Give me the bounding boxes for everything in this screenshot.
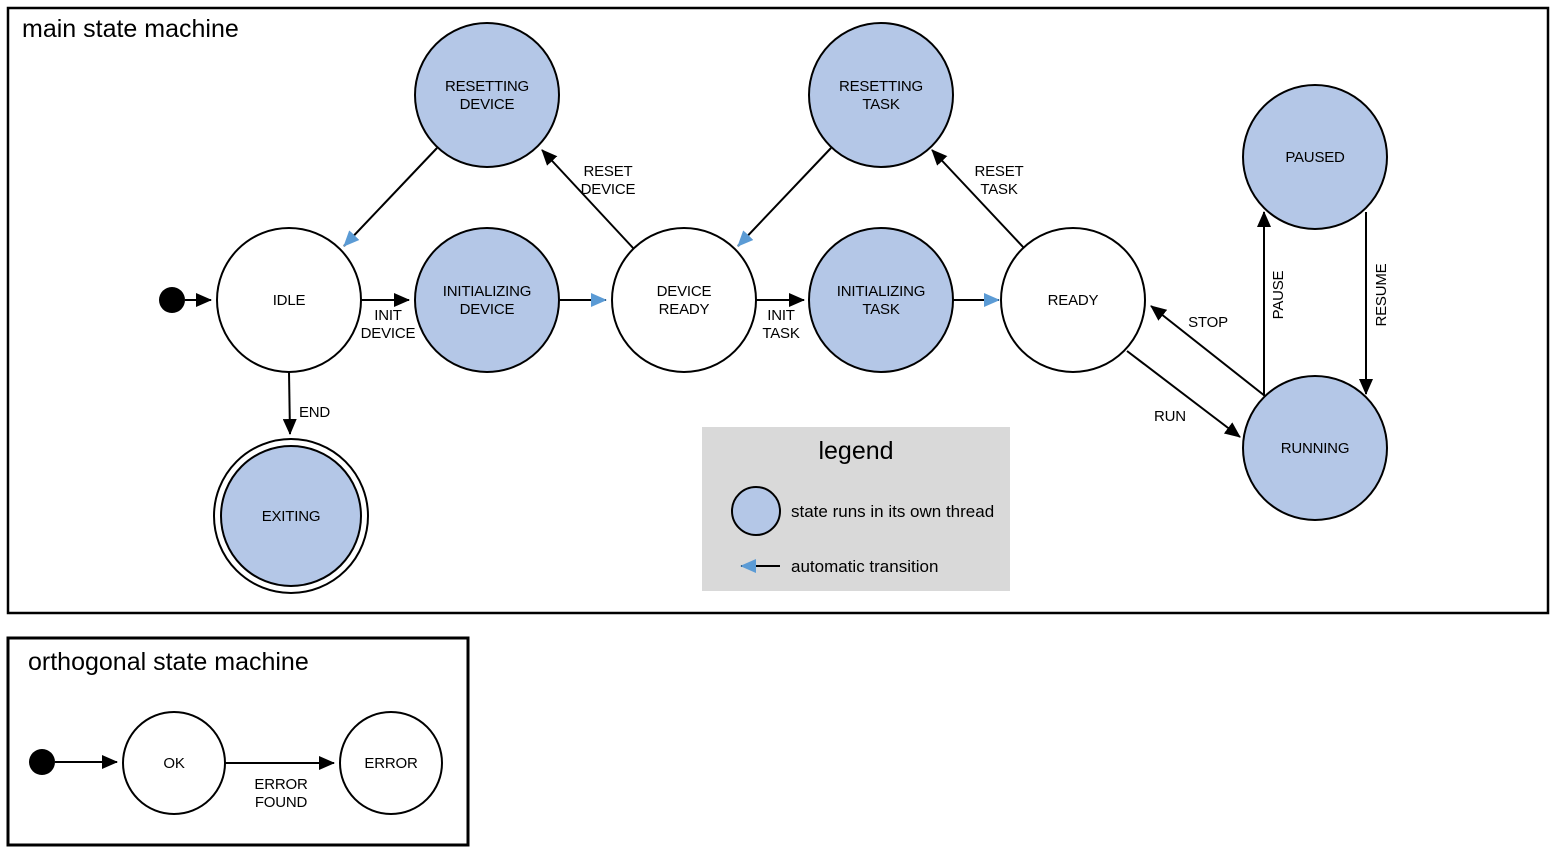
state-initializing-device: INITIALIZING DEVICE: [414, 227, 560, 373]
transition-label: INIT: [374, 307, 402, 324]
transition-arrow: [1150, 305, 1266, 397]
state-circle: [1000, 227, 1146, 373]
state-label: RESETTING: [445, 78, 529, 95]
state-label: INITIALIZING: [443, 283, 531, 300]
transition-label: TASK: [762, 325, 799, 342]
orthogonal-state-machine: orthogonal state machine ERROR FOUND OK …: [6, 636, 470, 847]
legend-auto-label: automatic transition: [791, 557, 938, 576]
transition-init-device: INIT DEVICE: [361, 293, 416, 342]
transition-label: RUN: [1154, 408, 1186, 425]
transition-label: RESET: [583, 163, 632, 180]
state-initializing-task: INITIALIZING TASK: [808, 227, 954, 373]
main-state-machine: main state machine INIT DEVICE RESET DEV…: [6, 6, 1550, 615]
legend-thread-label: state runs in its own thread: [791, 502, 994, 521]
auto-transition-arrow: [343, 147, 438, 247]
transition-arrow: [282, 371, 297, 435]
state-label: READY: [1048, 292, 1099, 309]
transition-run: RUN: [1126, 350, 1241, 438]
transition-stop: STOP: [1150, 305, 1266, 397]
state-label: READY: [659, 301, 710, 318]
initial-state-dot: [29, 749, 55, 775]
state-circle: [216, 227, 362, 373]
state-device-ready: DEVICE READY: [611, 227, 757, 373]
state-error: ERROR: [339, 711, 443, 815]
state-label: INITIALIZING: [837, 283, 925, 300]
legend-thread-circle-icon: [731, 486, 781, 536]
transition-arrow: [541, 149, 635, 250]
initial-state-dot: [159, 287, 185, 313]
state-running: RUNNING: [1242, 375, 1388, 521]
transition-error-found: ERROR FOUND: [225, 756, 335, 811]
transition-label: STOP: [1188, 314, 1228, 331]
transition-end: END: [282, 371, 331, 435]
state-circle: [220, 445, 362, 587]
transition-label: INIT: [767, 307, 795, 324]
state-resetting-task: RESETTING TASK: [808, 22, 954, 168]
transition-resume: RESUME: [1359, 212, 1390, 395]
auto-transition-resetdevice-idle: [343, 147, 438, 247]
state-circle: [339, 711, 443, 815]
state-circle: [808, 22, 954, 168]
transition-label: RESUME: [1373, 263, 1390, 326]
state-label: TASK: [862, 96, 899, 113]
state-circle: [1242, 375, 1388, 521]
state-label: OK: [163, 755, 184, 772]
state-circle: [1242, 84, 1388, 230]
state-label: EXITING: [262, 508, 321, 525]
transition-pause: PAUSE: [1257, 211, 1287, 396]
transition-label: ERROR: [254, 776, 308, 793]
transition-init-task: INIT TASK: [756, 293, 805, 342]
transition-label: PAUSE: [1270, 270, 1287, 319]
transition-label: RESET: [974, 163, 1023, 180]
state-label: RUNNING: [1281, 440, 1350, 457]
transition-label: DEVICE: [361, 325, 416, 342]
state-ready: READY: [1000, 227, 1146, 373]
orthogonal-title: orthogonal state machine: [28, 648, 309, 676]
state-ok: OK: [122, 711, 226, 815]
transition-label: END: [299, 404, 330, 421]
state-circle: [414, 227, 560, 373]
state-label: DEVICE: [657, 283, 712, 300]
state-paused: PAUSED: [1242, 84, 1388, 230]
state-circle: [808, 227, 954, 373]
transition-label: FOUND: [255, 794, 308, 811]
state-resetting-device: RESETTING DEVICE: [414, 22, 560, 168]
transition-label: TASK: [980, 181, 1017, 198]
auto-transition-arrow: [737, 147, 832, 247]
state-label: DEVICE: [460, 96, 515, 113]
transition-arrow: [1126, 350, 1241, 438]
transition-label: DEVICE: [581, 181, 636, 198]
state-label: ERROR: [364, 755, 418, 772]
state-label: TASK: [862, 301, 899, 318]
legend: legend state runs in its own thread auto…: [702, 427, 1010, 591]
transition-reset-task: RESET TASK: [931, 149, 1025, 249]
transition-reset-device: RESET DEVICE: [541, 149, 636, 250]
legend-title: legend: [818, 437, 893, 465]
state-circle: [611, 227, 757, 373]
state-circle: [122, 711, 226, 815]
initial-state: [29, 749, 118, 775]
state-idle: IDLE: [216, 227, 362, 373]
state-label: IDLE: [273, 292, 306, 309]
state-label: PAUSED: [1285, 149, 1345, 166]
main-title: main state machine: [22, 15, 239, 43]
initial-state: [159, 287, 212, 313]
auto-transition-resettask-deviceready: [737, 147, 832, 247]
state-circle: [414, 22, 560, 168]
state-label: RESETTING: [839, 78, 923, 95]
state-label: DEVICE: [460, 301, 515, 318]
state-exiting-final: EXITING: [213, 438, 369, 594]
transition-arrow: [931, 149, 1025, 249]
